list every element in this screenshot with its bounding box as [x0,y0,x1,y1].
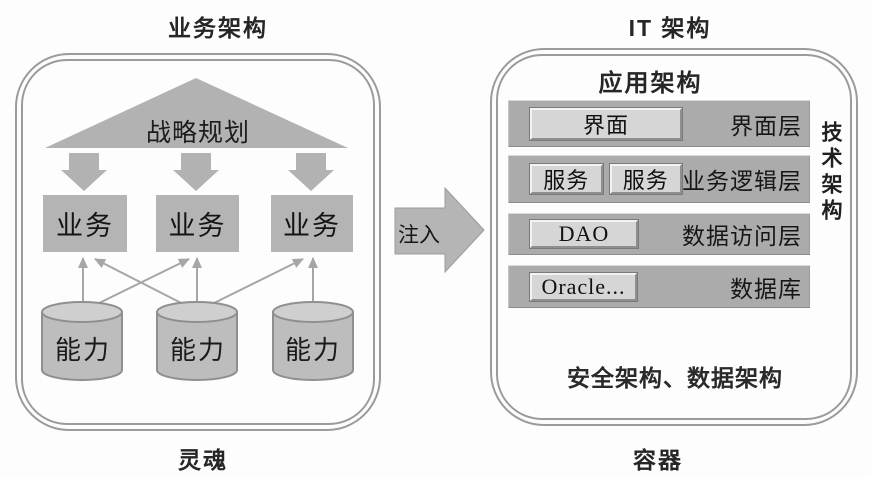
component-box-oracle: Oracle... [529,271,638,302]
component-box-service: 服务 [608,163,683,195]
security-data-architecture-footer: 安全架构、数据架构 [567,365,783,391]
layer-bar-business-logic: 服务 服务 业务逻辑层 [508,155,810,203]
it-architecture-panel-inner-border [496,54,852,420]
business-box: 业务 [271,195,353,252]
application-architecture-header: 应用架构 [598,70,703,97]
capability-cylinder-label: 能力 [169,336,226,365]
layer-bar-interface: 界面 界面层 [508,100,810,147]
it-architecture-title: IT 架构 [628,15,712,41]
soul-caption: 灵魂 [178,447,228,473]
component-label: 界面 [582,112,629,138]
technical-architecture-side-label: 技术架构 [819,121,842,225]
strategy-planning-label: 战略规划 [145,120,250,147]
inject-arrow-label: 注入 [398,223,440,247]
business-box: 业务 [156,195,239,252]
component-label: 服务 [622,168,669,193]
container-caption: 容器 [633,447,683,473]
business-architecture-panel-inner-border [21,59,375,425]
component-box-interface: 界面 [529,106,683,141]
component-box-dao: DAO [529,219,639,249]
capability-cylinder-label: 能力 [284,336,341,365]
layer-bar-data-access: DAO 数据访问层 [508,213,810,255]
it-architecture-panel [490,48,858,426]
business-architecture-title: 业务架构 [168,15,268,41]
layer-label-database: 数据库 [730,276,802,302]
component-box-service: 服务 [529,163,604,195]
business-box: 业务 [43,195,127,252]
layer-bar-database: Oracle... 数据库 [508,265,810,308]
component-label: Oracle... [541,273,626,299]
component-label: 服务 [543,168,590,193]
layer-label-data-access: 数据访问层 [682,224,802,249]
layer-label-business-logic: 业务逻辑层 [682,169,802,194]
component-label: DAO [558,221,610,246]
capability-cylinder-label: 能力 [54,336,111,365]
business-architecture-panel [15,53,381,431]
layer-label-interface: 界面层 [730,113,802,139]
